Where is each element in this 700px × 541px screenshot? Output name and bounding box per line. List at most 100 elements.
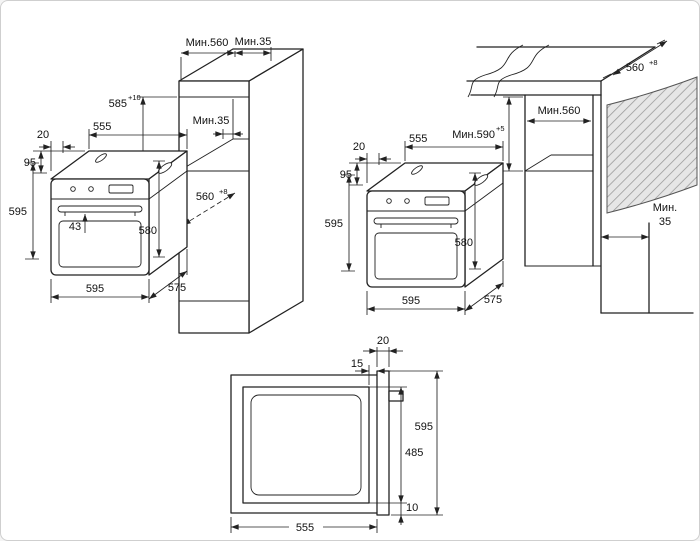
ext-line [503, 96, 523, 172]
built-in-oven-right: 20 555 95 595 580 595 [325, 133, 504, 315]
dim-label-560: 560 [626, 62, 644, 74]
dim-label-560-tol: +8 [649, 58, 658, 67]
dim-bottom-clearance: 10 [398, 502, 418, 525]
control-display [108, 184, 134, 194]
dim-frame-overhang: 20 [37, 129, 75, 171]
oven-door-section [376, 370, 390, 516]
dim-handle-offset: 43 [69, 214, 88, 233]
dim-label-10: 10 [406, 502, 418, 514]
control-display [424, 196, 450, 206]
dim-niche-depth: 560 +8 [182, 187, 236, 226]
dim-niche-depth: 555 [230, 517, 378, 534]
dim-label-595: 595 [415, 421, 433, 433]
dim-inner-back-gap: Мин.35 [193, 115, 243, 139]
section-cabinet [230, 370, 404, 516]
dim-label-575: 575 [168, 282, 186, 294]
dim-label-niche-height: 585 [109, 98, 127, 110]
handle-supports [380, 224, 452, 228]
door-glass [374, 232, 458, 280]
dim-label-15: 15 [351, 358, 363, 370]
dim-label-min-word: Мин. [653, 202, 677, 214]
floor-and-wall [600, 94, 694, 314]
oven-front-face [50, 178, 150, 276]
ext-line [25, 162, 39, 260]
dim-label-back-gap: Мин.35 [235, 36, 272, 48]
worktop-diagram: Мин.590 +5 Мин.560 560 +8 Мин. 35 [452, 39, 698, 314]
dim-body-height: 580 [139, 160, 165, 258]
dim-label-43: 43 [69, 221, 81, 233]
dim-label-min590: Мин.590 [452, 129, 495, 141]
niche-cavity [242, 386, 370, 504]
worktop-break-curve [467, 44, 524, 98]
control-panel-line [51, 170, 188, 200]
dim-label-595-width: 595 [86, 283, 104, 295]
control-knob [404, 198, 410, 204]
dim-top-clearance: 15 [351, 358, 391, 385]
dim-body-depth: 575 [464, 261, 504, 312]
control-knob [386, 198, 392, 204]
dim-min-niche-width: Мин.560 [527, 105, 591, 124]
ext-line [366, 153, 380, 183]
niche-floor-left-edge [524, 154, 552, 172]
oven-body [50, 150, 188, 276]
dim-label-20: 20 [37, 129, 49, 141]
dim-body-width: 555 [88, 121, 188, 149]
dim-label-min-depth: Мин.560 [186, 37, 229, 49]
top-grip-hole [95, 153, 107, 163]
handle-supports [64, 212, 136, 216]
dim-label-485: 485 [405, 447, 423, 459]
cabinet-right-face [248, 48, 304, 334]
dim-label-niche-height-tol: +10 [128, 93, 141, 102]
dim-label-min560: Мин.560 [538, 105, 581, 117]
door-glass [58, 220, 142, 268]
dim-line-dashed [182, 192, 236, 226]
control-panel-line [367, 182, 504, 212]
dim-line [464, 282, 504, 312]
control-knob [70, 186, 76, 192]
dim-line [612, 40, 668, 76]
dim-label-595-height: 595 [9, 206, 27, 218]
dim-body-width: 555 [404, 133, 504, 161]
control-knob [88, 186, 94, 192]
ext-line [376, 347, 390, 367]
dim-label-inner-gap: Мин.35 [193, 115, 230, 127]
dim-overall-height: 595 [9, 162, 39, 260]
dim-label-575: 575 [484, 294, 502, 306]
dim-label-580: 580 [455, 237, 473, 249]
dim-door-height: 595 [391, 370, 443, 516]
built-in-oven-left: 20 555 95 595 43 580 595 [9, 121, 188, 303]
cabinet-outline [230, 374, 378, 514]
dim-body-height: 580 [455, 172, 481, 270]
ext-line [341, 174, 355, 272]
dim-label-20: 20 [377, 335, 389, 347]
ext-line [50, 141, 64, 171]
dim-overall-width: 595 [366, 291, 466, 315]
dim-label-35: 35 [659, 216, 671, 228]
oven-front-face [366, 190, 466, 288]
dim-label-555: 555 [296, 522, 314, 534]
door-handle [373, 217, 459, 225]
dim-line [148, 270, 188, 300]
dim-min-back-gap: Мин. 35 [601, 202, 677, 240]
dim-label-555: 555 [409, 133, 427, 145]
dim-label-niche-depth: 560 [196, 191, 214, 203]
dim-label-min590-tol: +5 [496, 124, 505, 133]
tall-cabinet-diagram: Мин.560 Мин.35 585 +10 Мин.35 560 +8 [109, 36, 304, 334]
oven-body-section [250, 394, 362, 496]
dim-door-thickness: 20 [363, 335, 403, 367]
worktop-break-curve [493, 44, 550, 98]
dim-body-depth: 575 [148, 249, 188, 300]
dim-frame-overhang: 20 [353, 141, 391, 183]
oven-body [366, 162, 504, 288]
top-grip-hole [411, 165, 423, 175]
dim-label-20: 20 [353, 141, 365, 153]
dim-overall-width: 595 [50, 279, 150, 303]
dim-label-595-width: 595 [402, 295, 420, 307]
dim-min-back-gap-top: Мин.35 [235, 36, 272, 61]
dim-overall-height: 595 [325, 174, 355, 272]
niche-floor-left-edge [178, 138, 234, 172]
dim-label-595-height: 595 [325, 218, 343, 230]
niche-under-worktop [524, 94, 601, 267]
dim-niche-depth: 560 +8 [602, 39, 668, 79]
